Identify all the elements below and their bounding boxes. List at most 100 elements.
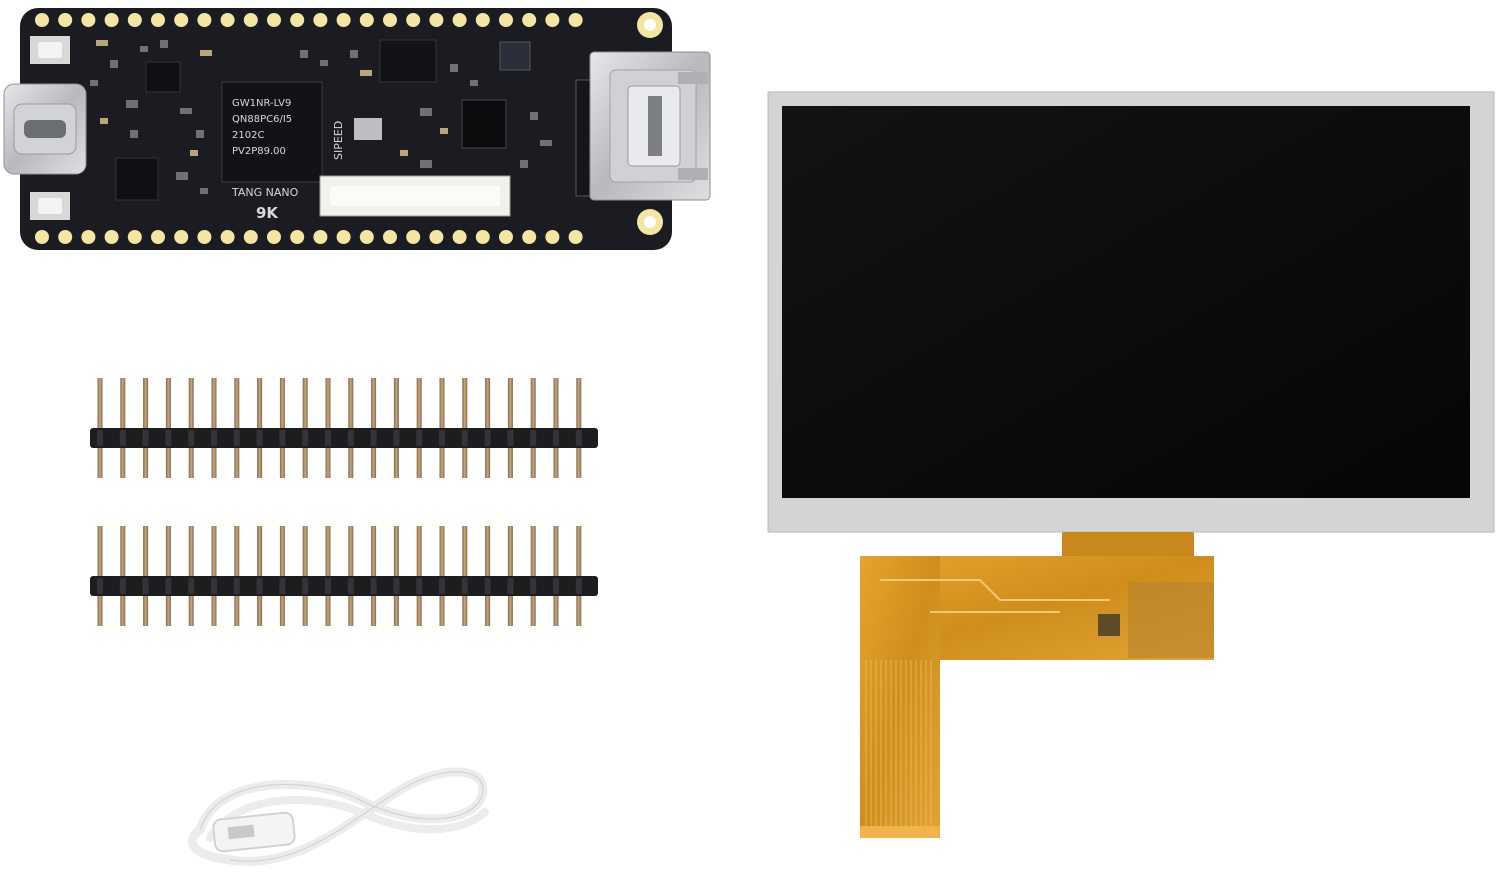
smd-part	[470, 80, 478, 86]
pin-pad	[313, 230, 328, 244]
lcd-glass	[782, 106, 1470, 498]
smd-part	[196, 130, 204, 138]
pin-pad	[290, 230, 305, 244]
pin-pad	[522, 230, 537, 244]
board-size-silkscreen: 9K	[256, 204, 279, 222]
smd-part	[350, 50, 358, 58]
pin-pad	[568, 230, 583, 244]
smd-part	[440, 128, 448, 134]
pin-pad	[81, 230, 96, 244]
smd-part	[520, 160, 528, 168]
pin-headers	[90, 378, 598, 626]
ic	[115, 157, 159, 201]
smd-part	[140, 46, 148, 52]
smd-part	[200, 188, 208, 194]
pin-pads-top	[35, 13, 583, 27]
pin-pads-bottom	[35, 230, 583, 244]
chip-line: GW1NR-LV9	[232, 98, 291, 109]
pin-header-strip	[90, 526, 598, 626]
pin-pad	[359, 230, 374, 244]
smd-part	[176, 172, 188, 180]
pin-pad	[267, 13, 281, 27]
board-name-silkscreen: TANG NANO	[231, 186, 299, 199]
smd-part	[130, 130, 138, 138]
pin-pad	[499, 230, 513, 244]
brand-silkscreen: SIPEED	[332, 121, 345, 160]
pin-pad	[197, 230, 212, 244]
pin-pad	[220, 230, 235, 244]
flash-chip	[379, 39, 437, 83]
smd-part	[420, 108, 432, 116]
pin-pad	[568, 13, 583, 27]
fpga-board: GW1NR-LV9 QN88PC6/I5 2102C PV2P89.00 SIP…	[3, 8, 711, 250]
pin-pad	[220, 13, 235, 27]
smd-part	[540, 140, 552, 146]
pin-pad	[383, 13, 397, 27]
hdmi-port	[589, 51, 711, 201]
pin-pad	[359, 13, 374, 27]
pin-pad	[197, 13, 212, 27]
pin-pad	[243, 13, 258, 27]
usb-cable	[187, 767, 489, 866]
button-s2	[30, 192, 70, 220]
smd-part	[180, 108, 192, 114]
chip-line: QN88PC6/I5	[232, 114, 292, 125]
smd-part	[90, 80, 98, 86]
crystal	[354, 118, 382, 140]
ffc-connector-small	[461, 99, 507, 149]
pin-pad	[35, 230, 49, 244]
pin-pad	[58, 230, 73, 244]
smd-part	[420, 160, 432, 168]
pin-pad	[475, 230, 490, 244]
pin-pad	[313, 13, 328, 27]
pin-pad	[406, 230, 421, 244]
button-s1	[30, 36, 70, 64]
smd-part	[300, 50, 308, 58]
smd-part	[400, 150, 408, 156]
pin-header-strip	[90, 378, 598, 478]
pin-pad	[104, 13, 119, 27]
pin-pad	[127, 13, 142, 27]
smd-part	[200, 50, 212, 56]
lcd-fpc-connector	[319, 175, 511, 217]
pin-pad	[267, 230, 281, 244]
smd-part	[96, 40, 108, 46]
smd-part	[126, 100, 138, 108]
pin-pad	[452, 230, 467, 244]
pin-pad	[452, 13, 467, 27]
pin-pad	[406, 13, 421, 27]
pin-pad	[243, 230, 258, 244]
ic	[145, 61, 181, 93]
pin-pad	[290, 13, 305, 27]
pin-pad	[58, 13, 73, 27]
pin-pad	[429, 230, 444, 244]
smd-part	[360, 70, 372, 76]
pin-pad	[127, 230, 142, 244]
pin-pad	[545, 13, 560, 27]
ic	[499, 41, 531, 71]
smd-part	[450, 64, 458, 72]
pin-pad	[104, 230, 119, 244]
pin-pad	[81, 13, 96, 27]
smd-part	[190, 150, 198, 156]
lcd-flex-cable	[860, 532, 1214, 838]
pin-pad	[174, 13, 189, 27]
pin-pad	[429, 13, 444, 27]
pin-pad	[151, 13, 165, 27]
smd-part	[530, 112, 538, 120]
pin-pad	[383, 230, 397, 244]
smd-part	[160, 40, 168, 48]
pin-pad	[35, 13, 49, 27]
pin-pad	[545, 230, 560, 244]
chip-line: 2102C	[232, 130, 264, 141]
fpga-chip: GW1NR-LV9 QN88PC6/I5 2102C PV2P89.00	[221, 81, 323, 183]
usb-c-port	[3, 83, 87, 175]
pin-pad	[174, 230, 189, 244]
pin-pad	[336, 13, 351, 27]
pin-pad	[499, 13, 513, 27]
smd-components	[90, 40, 552, 194]
chip-line: PV2P89.00	[232, 146, 286, 157]
lcd-screen	[767, 91, 1495, 838]
smd-part	[100, 118, 108, 124]
